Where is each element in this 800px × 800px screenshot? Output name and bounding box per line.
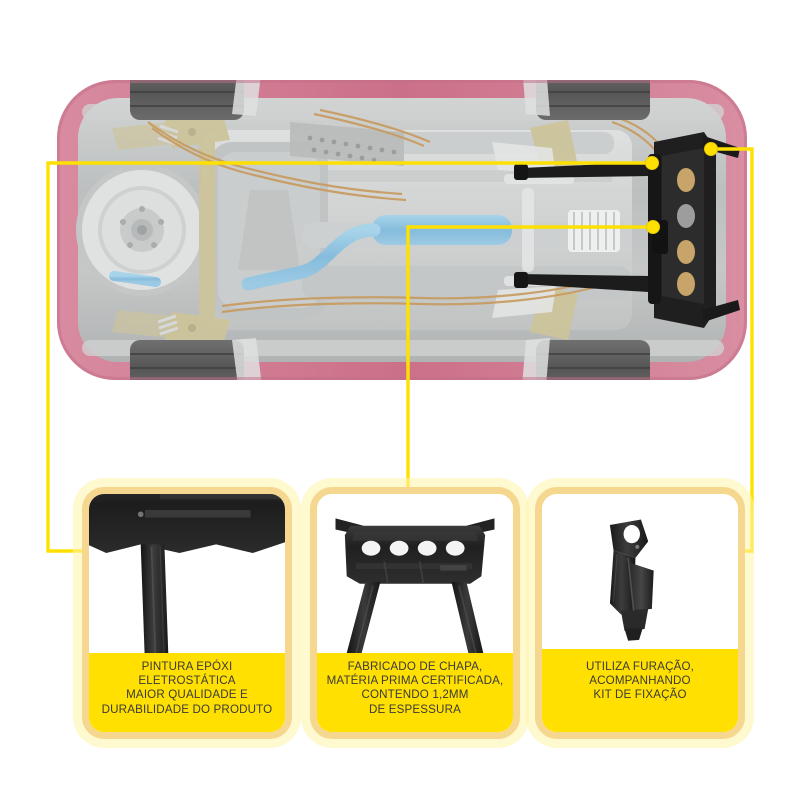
card-furacao: UTILIZA FURAÇÃO, ACOMPANHANDO KIT DE FIX… <box>535 487 745 739</box>
side-bracket-illustration <box>557 494 723 649</box>
feature-cards: PINTURA EPÓXI ELETROSTÁTICA MAIOR QUALID… <box>0 487 800 739</box>
crossmember-photo <box>317 494 513 653</box>
bracket-plate-photo <box>89 494 285 653</box>
side-bracket-photo <box>542 494 738 649</box>
chassis-details <box>76 80 740 380</box>
crossmember-illustration <box>329 494 501 653</box>
card-caption: PINTURA EPÓXI ELETROSTÁTICA MAIOR QUALID… <box>89 653 285 732</box>
tyre-rear-right <box>536 340 650 380</box>
card-pintura: PINTURA EPÓXI ELETROSTÁTICA MAIOR QUALID… <box>82 487 292 739</box>
bracket-plate-illustration <box>89 494 285 653</box>
tyre-front-left <box>130 80 244 120</box>
card-caption: UTILIZA FURAÇÃO, ACOMPANHANDO KIT DE FIX… <box>542 649 738 732</box>
car-underside-photo <box>52 70 752 390</box>
tyre-rear-left <box>536 80 650 120</box>
card-chapa: FABRICADO DE CHAPA, MATÉRIA PRIMA CERTIF… <box>310 487 520 739</box>
card-caption: FABRICADO DE CHAPA, MATÉRIA PRIMA CERTIF… <box>317 653 513 732</box>
tyre-front-right <box>130 340 244 380</box>
car-underside-illustration <box>57 80 747 380</box>
